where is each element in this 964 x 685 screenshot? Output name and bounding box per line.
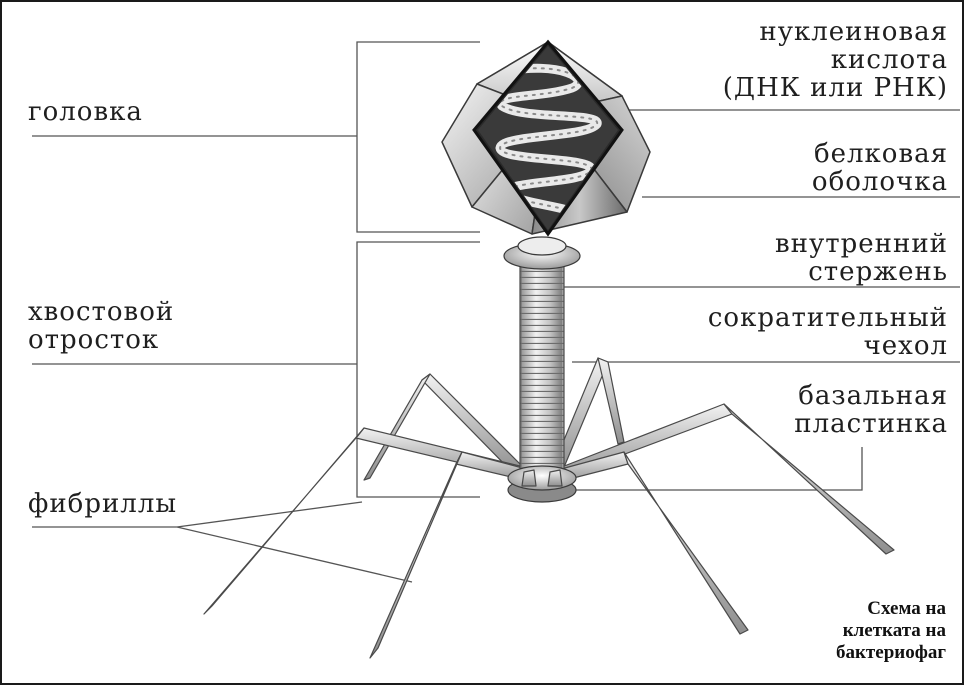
figure-caption: Схема на клетката на бактериофаг xyxy=(836,598,946,664)
head-leader-line xyxy=(32,42,480,232)
basal-plate xyxy=(508,466,576,502)
fibrils-label: фибриллы xyxy=(28,490,177,518)
nucleic-acid-label: нуклеиновая кислота (ДНК или РНК) xyxy=(723,18,948,102)
head-label: головка xyxy=(28,98,143,126)
basal-plate-label: базальная пластинка xyxy=(794,382,948,438)
tail-label: хвостовой отросток xyxy=(28,298,174,354)
contractile-sheath xyxy=(520,260,564,470)
protein-coat-label: белковая оболочка xyxy=(812,140,948,196)
contractile-sheath-label: сократительный чехол xyxy=(708,304,948,360)
tail-leader-line xyxy=(32,242,480,497)
inner-core-label: внутренний стержень xyxy=(775,230,948,286)
collar xyxy=(504,237,580,269)
